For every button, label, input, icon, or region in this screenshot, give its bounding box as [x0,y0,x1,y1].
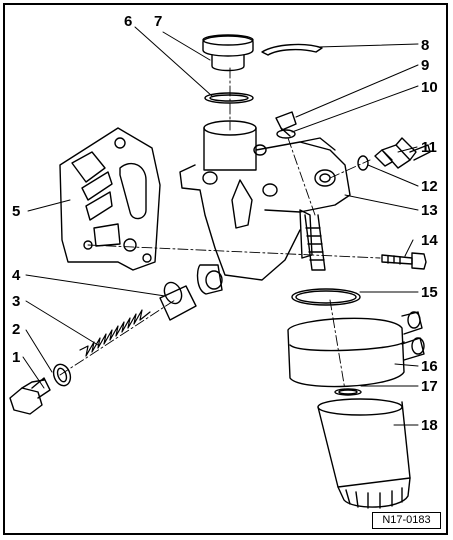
seal-ring-2 [52,363,72,387]
seal-ring-12 [357,155,369,171]
oil-cooler [287,311,425,388]
oil-filter-housing [179,120,351,295]
leader-lines [22,26,419,426]
callout-8: 8 [421,37,429,54]
seal-17 [334,388,362,396]
callout-13: 13 [421,202,438,219]
callout-3: 3 [12,293,20,310]
bolt [381,252,427,270]
callout-2: 2 [12,321,20,338]
valve-sleeve [159,281,197,321]
callout-4: 4 [12,267,21,284]
diagram-frame [3,3,448,535]
plug-bolt [9,377,51,415]
callout-17: 17 [421,378,438,395]
figure-reference-code: N17-0183 [372,512,441,529]
oil-filter [317,398,411,509]
callout-10: 10 [421,79,438,96]
o-ring-15 [291,288,361,306]
circlip [261,43,323,56]
assembly-axes [59,67,381,391]
callout-9: 9 [421,57,429,74]
spring [79,309,151,357]
callout-11: 11 [421,139,437,156]
callout-6: 6 [124,13,132,30]
callout-18: 18 [421,417,438,434]
callout-16: 16 [421,358,438,375]
callout-5: 5 [12,203,20,220]
callout-15: 15 [421,284,438,301]
o-ring-6 [204,92,254,104]
callout-labels: 1 2 3 4 5 6 7 8 9 10 11 12 13 14 15 16 1… [12,13,438,434]
callout-1: 1 [12,349,20,366]
gasket-plate [59,127,161,271]
plug-screw [275,111,297,139]
cap [202,34,254,72]
callout-7: 7 [154,13,162,30]
callout-14: 14 [421,232,438,249]
callout-12: 12 [421,178,438,195]
oil-pressure-sensor [374,137,431,169]
